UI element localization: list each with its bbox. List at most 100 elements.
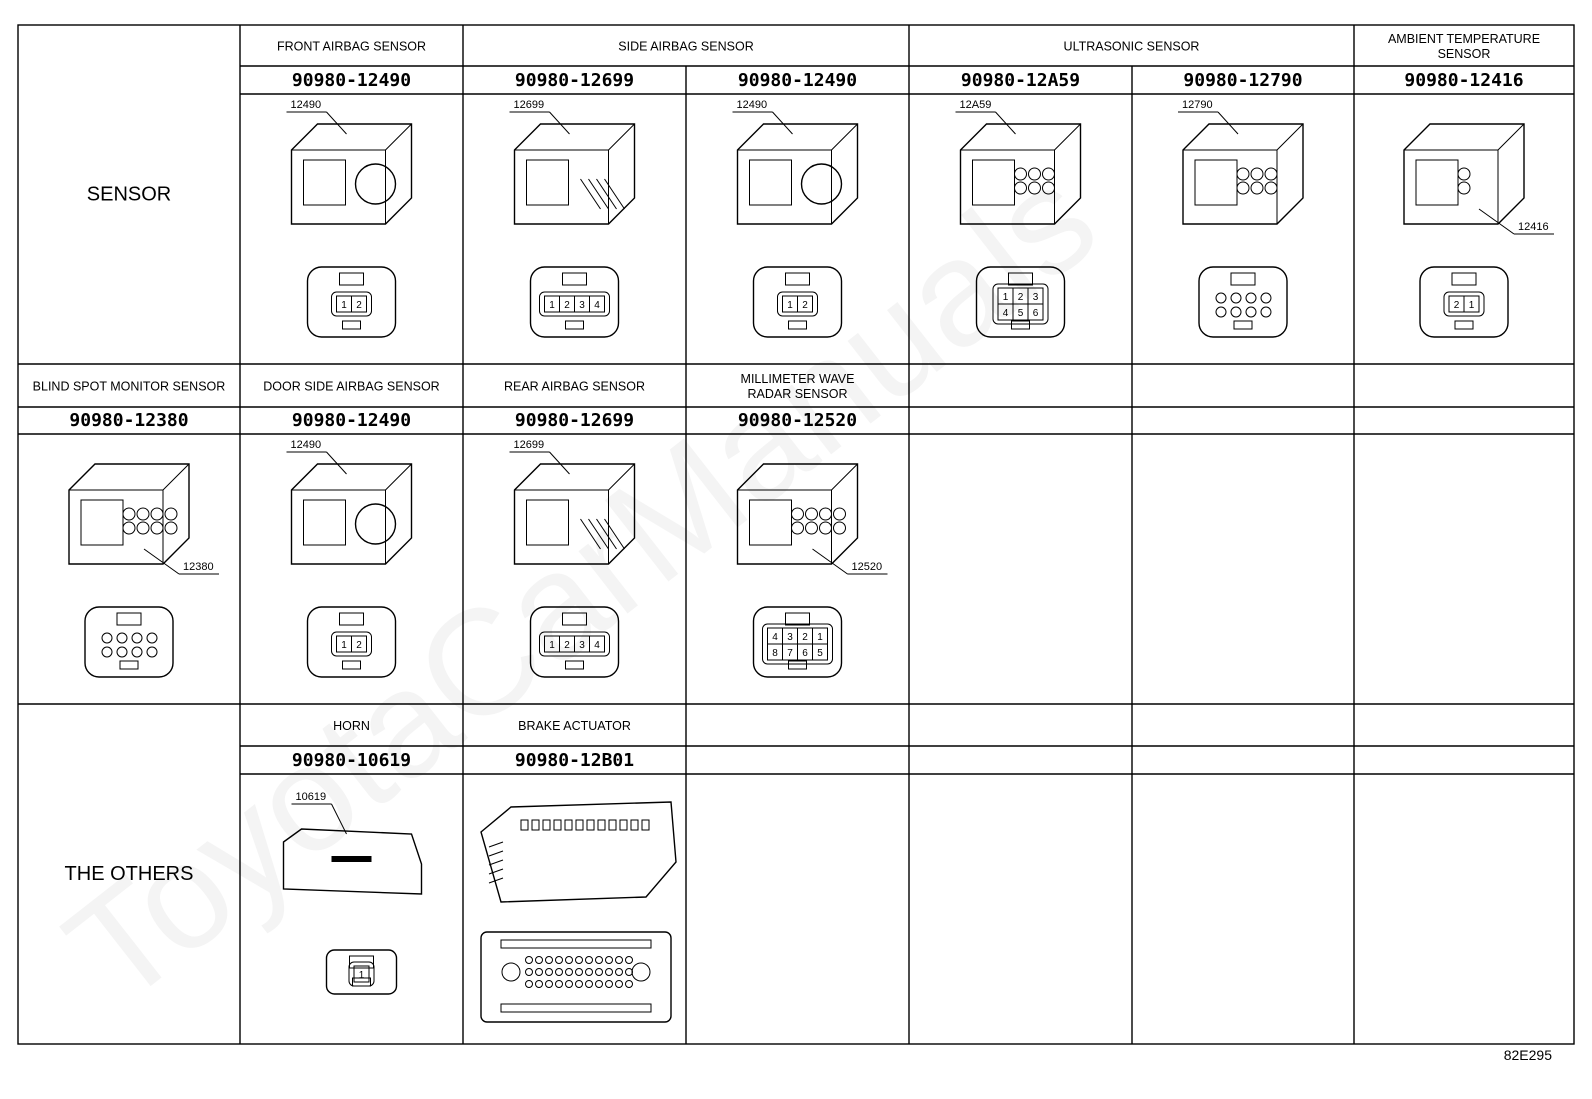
pin-cell <box>351 635 367 653</box>
connector-illustration: 12790 <box>1178 99 1304 338</box>
pin-cavity <box>101 646 113 658</box>
housing-latch <box>526 499 569 546</box>
connector-label: SIDE AIRBAG SENSOR <box>618 40 753 54</box>
connector-label: REAR AIRBAG SENSOR <box>504 380 645 394</box>
callout-label: 12699 <box>514 99 545 111</box>
actuator-terminal <box>542 819 551 831</box>
actuator-small-pin <box>555 980 563 988</box>
actuator-small-pin <box>575 968 583 976</box>
face-key <box>785 612 810 626</box>
actuator-small-pin <box>545 956 553 964</box>
pin-cavity <box>116 632 128 644</box>
pin-number: 2 <box>564 640 570 651</box>
housing-cavity <box>1457 181 1471 195</box>
part-number: 90980-12416 <box>1404 70 1523 91</box>
callout-label: 12416 <box>1518 221 1549 233</box>
pin-cavity-frame <box>777 291 818 317</box>
housing-latch <box>1415 159 1459 206</box>
housing-latch <box>1194 159 1238 206</box>
actuator-terminal <box>586 819 595 831</box>
actuator-small-pin <box>535 980 543 988</box>
face-lock <box>1454 320 1474 330</box>
pin-cavity <box>1230 306 1242 318</box>
housing-port <box>800 163 843 205</box>
face-key <box>1451 272 1477 286</box>
pin-number: 2 <box>356 640 362 651</box>
pin-number: 6 <box>1033 308 1039 319</box>
housing-latch <box>972 159 1015 206</box>
housing-cavity <box>122 507 136 521</box>
part-number: 90980-12490 <box>292 410 411 431</box>
callout-line <box>326 111 347 135</box>
actuator-small-pin <box>525 980 533 988</box>
wire-lead <box>596 178 617 210</box>
housing-cavity <box>1028 167 1041 181</box>
face-lock <box>565 660 584 670</box>
actuator-small-pin <box>555 956 563 964</box>
housing-cavity <box>1236 181 1250 195</box>
actuator-small-pin <box>565 980 573 988</box>
pin-number: 1 <box>549 300 555 311</box>
pin-number: 8 <box>772 648 778 659</box>
actuator-terminal <box>619 819 628 831</box>
table-grid: ToyotaCarManuals <box>17 24 1575 1045</box>
face-lock <box>788 320 807 330</box>
housing-cavity <box>791 521 804 535</box>
connector-face <box>529 266 620 338</box>
actuator-terminal <box>630 819 639 831</box>
actuator-small-pin <box>615 980 623 988</box>
callout-line <box>549 451 570 475</box>
pin-cavity <box>146 632 158 644</box>
connector-label: BLIND SPOT MONITOR SENSOR <box>33 380 226 394</box>
pin-number: 2 <box>802 300 808 311</box>
housing-cavity <box>819 521 832 535</box>
housing-cavity <box>833 521 846 535</box>
actuator-small-pin <box>595 956 603 964</box>
pin-cavity <box>1215 292 1227 304</box>
housing-edge <box>514 123 635 224</box>
wire-lead <box>604 518 625 550</box>
connector-face <box>529 606 620 678</box>
face-lock <box>1011 320 1030 330</box>
connector-illustration: 12380 <box>68 463 219 678</box>
pin-number: 7 <box>787 648 793 659</box>
housing-cavity <box>1028 181 1041 195</box>
face-lock <box>119 660 139 670</box>
actuator-small-pin <box>595 968 603 976</box>
part-number: 90980-10619 <box>292 750 411 771</box>
callout-line <box>1217 111 1239 135</box>
wire-lead <box>580 518 601 550</box>
connector-illustration <box>480 801 677 1023</box>
pin-cavity <box>1230 292 1242 304</box>
housing-edge <box>1404 123 1525 224</box>
actuator-small-pin <box>565 968 573 976</box>
housing-latch <box>749 499 792 546</box>
housing-outline <box>513 123 636 225</box>
figure-code: 82E295 <box>1503 1047 1552 1063</box>
housing-latch <box>80 499 124 546</box>
pin-number: 1 <box>1469 300 1475 311</box>
pin-cavity <box>1245 306 1257 318</box>
callout-line <box>331 803 347 835</box>
actuator-terminal <box>641 819 650 831</box>
housing-cavity <box>1042 181 1055 195</box>
housing-edge <box>291 123 412 224</box>
actuator-small-pin <box>605 968 613 976</box>
part-number: 90980-12A59 <box>961 70 1080 91</box>
category-label: THE OTHERS <box>65 863 194 885</box>
pin-number: 1 <box>549 640 555 651</box>
actuator-large-pin <box>501 962 521 982</box>
housing-cavity <box>791 507 804 521</box>
connector-label: BRAKE ACTUATOR <box>518 719 631 733</box>
pin-number: 1 <box>341 640 347 651</box>
pin-number: 3 <box>787 632 793 643</box>
wire-lead <box>604 178 625 210</box>
